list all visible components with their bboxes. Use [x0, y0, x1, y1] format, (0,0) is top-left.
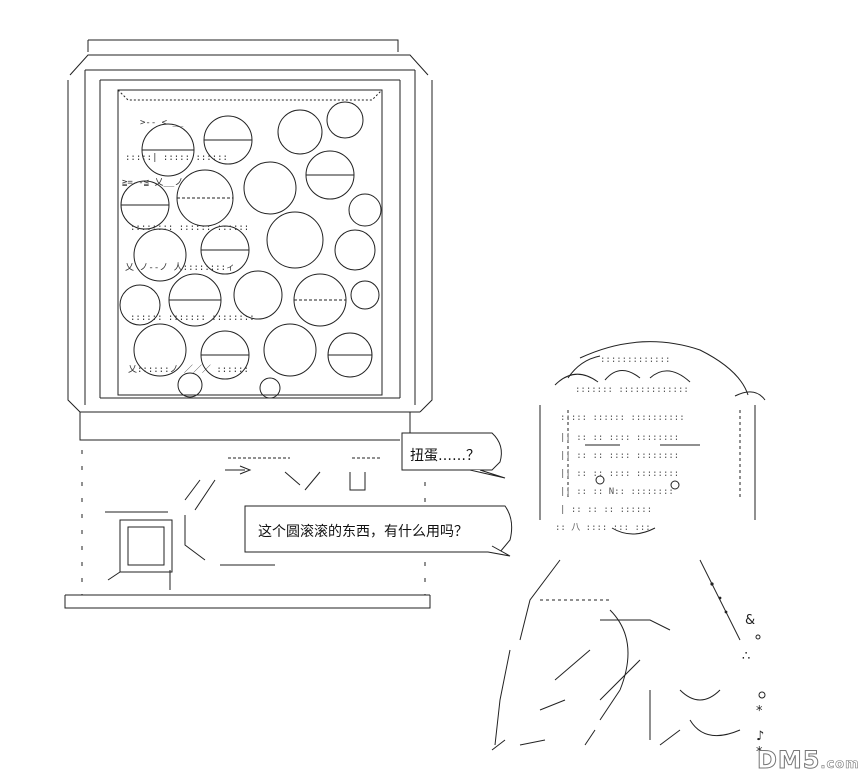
dots-glyph: ∴ — [742, 649, 750, 664]
svg-text::::::: ::::::: ::::::::: :::::: ::::::: :::::::: — [130, 313, 255, 323]
svg-text:| :: :: :: ::::::: | :: :: :: :::::: — [560, 505, 652, 515]
speech-bubble-2 — [244, 505, 513, 557]
capsule-pile — [119, 101, 382, 399]
svg-text:>-- < __: >-- < __ — [140, 118, 184, 128]
sparkle-trail: & ∴ * ♪ * — [710, 582, 766, 760]
svg-text::::::::::::::: ::::::::::::: — [600, 355, 670, 365]
hair-shading: ::::::::::::: ::::::: ::::::::::::: ::::… — [555, 355, 689, 533]
amp-glyph: & — [745, 613, 755, 628]
watermark-main: DM5 — [757, 746, 821, 774]
watermark-suffix: .com — [820, 757, 860, 772]
svg-text:乂 ノ--ノ 人::::::::ィ: 乂 ノ--ノ 人::::::::ィ — [125, 262, 235, 273]
svg-text::: 八 :::: ::: :::: :: 八 :::: ::: ::: — [555, 523, 651, 533]
star-glyph-1: * — [756, 704, 763, 719]
svg-text::::::::: :::::: ::::::: :::::::: :::::: :::::: — [130, 223, 249, 233]
ascii-texture: >-- < __ :::::| ::::: :::::: ≧=--≦ 乂__ノ … — [122, 118, 255, 375]
girl-character — [491, 341, 766, 751]
svg-text::::::| ::::: ::::::: :::::| ::::: :::::: — [125, 153, 228, 163]
speech-bubble-1 — [401, 432, 506, 479]
svg-text:::::::: :::::::::::::: ::::::: ::::::::::::: — [575, 385, 689, 395]
speech-bubble-1-text: 扭蛋……？ — [410, 448, 480, 464]
gacha-machine — [64, 39, 433, 609]
svg-text:|| :: :: N:: ::::::::: || :: :: N:: :::::::: — [560, 487, 674, 497]
svg-text:|| :: :: :::: ::::::::: || :: :: :::: :::::::: — [560, 433, 679, 443]
speech-bubble-2-text: 这个圆滚滚的东西，有什么用吗？ — [258, 524, 468, 540]
svg-text:|| :: :: :::: ::::::::: || :: :: :::: :::::::: — [560, 469, 679, 479]
svg-text:::::: :::::: ::::::::::: ::::: :::::: :::::::::: — [560, 413, 685, 423]
note-glyph: ♪ — [756, 729, 764, 744]
star-glyph-2: * — [756, 745, 763, 760]
dm5-watermark-logo: DM5.com — [757, 746, 860, 774]
svg-text:乂::::::ノ ／／／ ::::::: 乂::::::ノ ／／／ :::::: — [128, 364, 249, 375]
svg-text:|| :: :: :::: ::::::::: || :: :: :::: :::::::: — [560, 451, 679, 461]
svg-text:≧=--≦ 乂__ノ: ≧=--≦ 乂__ノ — [122, 178, 183, 188]
